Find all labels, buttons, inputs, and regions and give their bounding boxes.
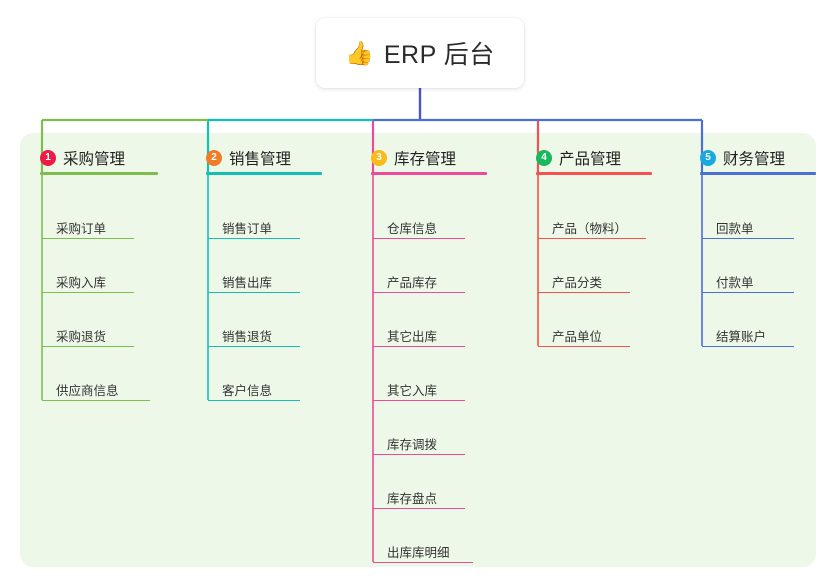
branch-column-1: 1 采购管理采购订单采购入库采购退货供应商信息	[30, 146, 158, 402]
branch-number-badge: 5	[700, 150, 716, 166]
branch-item-rule	[538, 292, 630, 294]
branch-item[interactable]: 销售退货	[222, 330, 273, 344]
branch-item[interactable]: 库存盘点	[387, 492, 438, 506]
branch-title: 财务管理	[723, 151, 786, 168]
branch-number-badge: 4	[536, 150, 552, 166]
branch-item[interactable]: 回款单	[716, 222, 754, 236]
branch-item-rule	[373, 454, 465, 456]
branch-item-rule	[702, 292, 794, 294]
branch-column-2: 2 销售管理销售订单销售出库销售退货客户信息	[196, 146, 322, 402]
branch-item[interactable]: 产品库存	[387, 276, 438, 290]
branch-column-5: 5 财务管理回款单付款单结算账户	[690, 146, 816, 348]
branch-item[interactable]: 销售出库	[222, 276, 273, 290]
root-node-title: ERP 后台	[383, 41, 495, 69]
branch-item[interactable]: 供应商信息	[56, 384, 119, 398]
branch-item-rule	[373, 292, 465, 294]
branch-item-rule	[373, 508, 465, 510]
branch-item-rule	[702, 238, 794, 240]
branch-item-rule	[538, 346, 630, 348]
branch-item-rule	[538, 238, 646, 240]
branch-title: 库存管理	[394, 151, 457, 168]
branch-title: 产品管理	[559, 151, 622, 168]
branch-header-rule	[371, 172, 487, 175]
branch-item[interactable]: 结算账户	[716, 330, 767, 344]
branch-item[interactable]: 产品分类	[552, 276, 603, 290]
branch-item-rule	[373, 346, 465, 348]
branch-item-rule	[702, 346, 794, 348]
branch-item-rule	[42, 238, 134, 240]
branch-item-rule	[42, 400, 150, 402]
root-node[interactable]: 👍 ERP 后台	[316, 18, 524, 88]
branch-item[interactable]: 客户信息	[222, 384, 273, 398]
branches-panel	[20, 133, 816, 567]
branch-header-rule	[700, 172, 816, 175]
branch-item[interactable]: 产品单位	[552, 330, 603, 344]
branch-item[interactable]: 产品（物料）	[552, 222, 628, 236]
branch-header-rule	[40, 172, 158, 175]
branch-item[interactable]: 其它出库	[387, 330, 438, 344]
branch-item-rule	[373, 562, 473, 564]
branch-header-1[interactable]: 1 采购管理	[30, 146, 125, 170]
branch-item[interactable]: 库存调拨	[387, 438, 438, 452]
branch-item[interactable]: 其它入库	[387, 384, 438, 398]
branch-header-5[interactable]: 5 财务管理	[690, 146, 785, 170]
branch-header-4[interactable]: 4 产品管理	[526, 146, 621, 170]
thumbs-up-icon: 👍	[345, 39, 374, 66]
branch-item-rule	[208, 400, 300, 402]
branch-item[interactable]: 出库库明细	[387, 546, 450, 560]
branch-item[interactable]: 付款单	[716, 276, 754, 290]
branch-item-rule	[373, 400, 465, 402]
branch-header-rule	[536, 172, 652, 175]
branch-item-rule	[42, 292, 134, 294]
branch-item-rule	[208, 292, 300, 294]
branch-item[interactable]: 采购订单	[56, 222, 107, 236]
branch-item-rule	[208, 346, 300, 348]
branch-item[interactable]: 仓库信息	[387, 222, 438, 236]
branch-number-badge: 3	[371, 150, 387, 166]
branch-number-badge: 1	[40, 150, 56, 166]
branch-item-rule	[208, 238, 300, 240]
branch-item[interactable]: 采购入库	[56, 276, 107, 290]
branch-title: 采购管理	[63, 151, 126, 168]
branch-header-2[interactable]: 2 销售管理	[196, 146, 291, 170]
branch-number-badge: 2	[206, 150, 222, 166]
branch-title: 销售管理	[229, 151, 292, 168]
branch-column-3: 3 库存管理仓库信息产品库存其它出库其它入库库存调拨库存盘点出库库明细	[361, 146, 487, 564]
branch-header-rule	[206, 172, 322, 175]
branch-item[interactable]: 采购退货	[56, 330, 107, 344]
branch-item-rule	[42, 346, 134, 348]
root-node-content: 👍 ERP 后台	[345, 35, 495, 71]
branch-item[interactable]: 销售订单	[222, 222, 273, 236]
branch-header-3[interactable]: 3 库存管理	[361, 146, 456, 170]
branch-column-4: 4 产品管理产品（物料） 产品分类产品单位	[526, 146, 652, 348]
branch-item-rule	[373, 238, 465, 240]
